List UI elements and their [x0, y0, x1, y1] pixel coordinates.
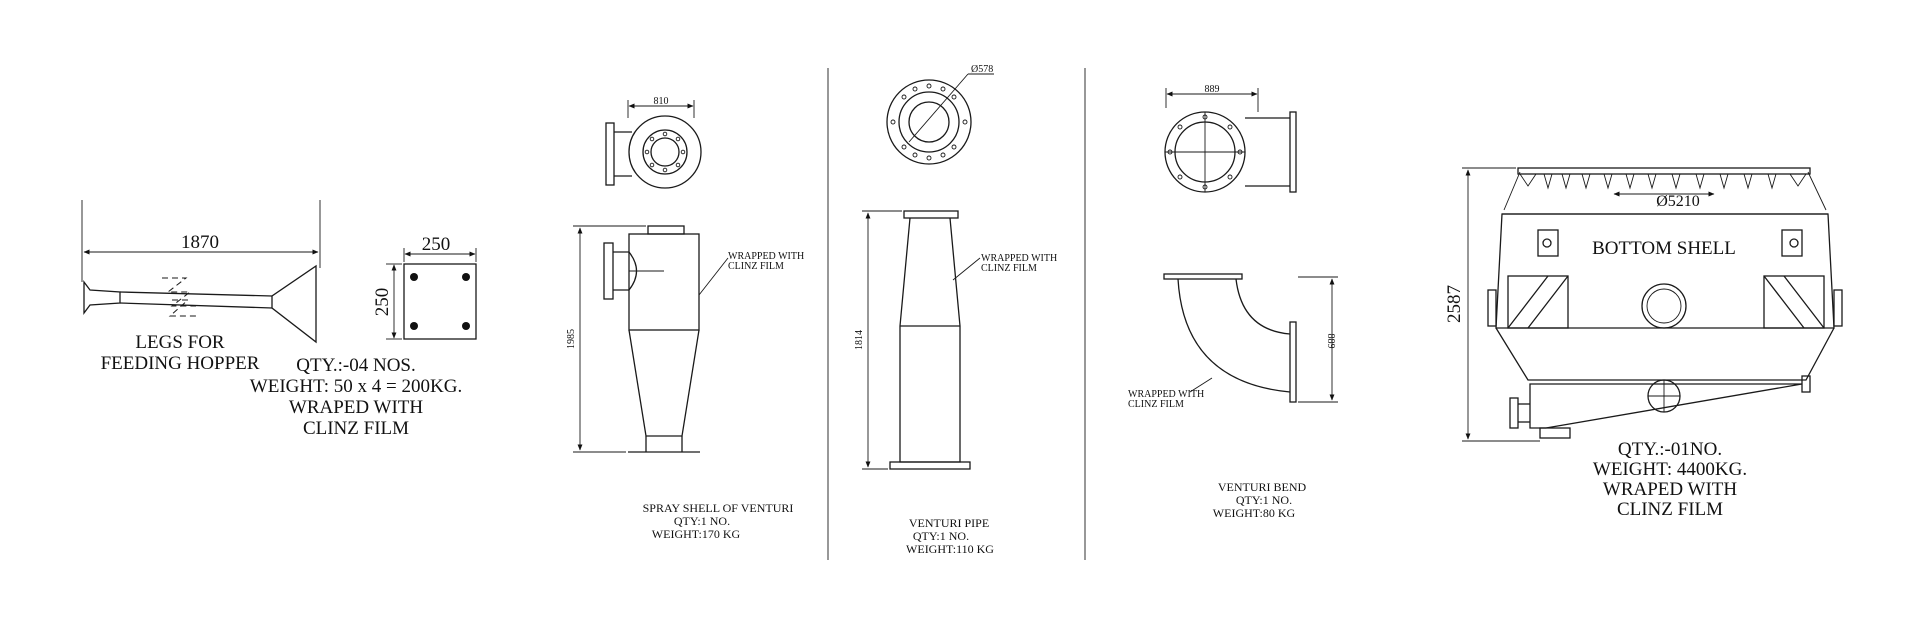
shell-wrap-2: CLINZ FILM [1617, 499, 1723, 520]
base-plate [403, 263, 477, 340]
venturi-pipe-group: Ø578 1814 WRAPPED WITH CLINZ FILM VENTUR… [854, 64, 1057, 556]
spray-height-label: 1985 [566, 329, 577, 349]
legs-qty: QTY.:-04 NOS. [296, 355, 415, 376]
shell-weight: WEIGHT: 4400KG. [1593, 459, 1747, 480]
legs-group: 1870 LEGS FOR FEEDING HOPPER 250 250 QTY… [81, 200, 477, 439]
legs-label-1: LEGS FOR [135, 332, 225, 353]
spray-shell-group: 810 1985 WRAPPED WITH CLINZ FILM SPRAY S… [566, 96, 804, 541]
leg-break-symbol [162, 277, 196, 307]
shell-cone [1495, 327, 1835, 381]
legs-wrap-2: CLINZ FILM [303, 418, 409, 439]
pipe-side-view [899, 217, 961, 463]
bend-qty: QTY:1 NO. [1236, 493, 1292, 507]
spray-top-dim-label: 810 [654, 96, 669, 107]
shell-opening-left [1507, 275, 1569, 329]
pipe-note-1: WRAPPED WITH [981, 253, 1057, 264]
pipe-top-flange [886, 79, 972, 165]
spray-note-2: CLINZ FILM [728, 261, 784, 272]
pipe-qty: QTY:1 NO. [913, 529, 969, 543]
venturi-bend-group: 889 889 WRAPPED WITH CLINZ FILM VENTURI … [1128, 84, 1338, 520]
shell-label: BOTTOM SHELL [1592, 238, 1736, 259]
shell-opening-right [1763, 275, 1825, 329]
spray-weight: WEIGHT:170 KG [652, 527, 741, 541]
bend-top-dim-label: 889 [1205, 84, 1220, 95]
pipe-note-2: CLINZ FILM [981, 263, 1037, 274]
pipe-dia-label: Ø578 [971, 64, 993, 75]
leg-right-flare [271, 264, 317, 344]
spray-top-view [628, 115, 702, 189]
legs-wrap-1: WRAPED WITH [289, 397, 423, 418]
legs-length-label: 1870 [181, 232, 219, 253]
bottom-shell-group: Ø5210 BOTTOM SHELL 25 [1444, 167, 1843, 520]
pipe-title: VENTURI PIPE [909, 516, 989, 530]
leg-left-flare [83, 280, 121, 315]
bend-title: VENTURI BEND [1218, 480, 1307, 494]
bend-side-dim-label: 889 [1325, 334, 1336, 349]
shell-wrap-1: WRAPED WITH [1603, 479, 1737, 500]
bend-flange-bolts [1167, 114, 1243, 190]
shell-top-flange [1517, 167, 1811, 175]
bend-weight: WEIGHT:80 KG [1213, 506, 1296, 520]
legs-weight: WEIGHT: 50 x 4 = 200KG. [250, 376, 462, 397]
spray-qty: QTY:1 NO. [674, 514, 730, 528]
pipe-flange-bolts [890, 83, 968, 161]
legs-label-2: FEEDING HOPPER [101, 353, 260, 374]
bend-outer-arc [1177, 278, 1291, 393]
plate-height-label: 250 [372, 288, 393, 317]
pipe-weight: WEIGHT:110 KG [906, 542, 994, 556]
spray-shell-body [628, 233, 700, 331]
spray-note-1: WRAPPED WITH [728, 251, 804, 262]
bend-note-1: WRAPPED WITH [1128, 389, 1204, 400]
shell-qty: QTY.:-01NO. [1618, 439, 1722, 460]
pipe-height-label: 1814 [854, 330, 865, 350]
spray-title: SPRAY SHELL OF VENTURI [643, 501, 794, 515]
shell-dia-label: Ø5210 [1656, 193, 1700, 210]
plate-width-label: 250 [422, 234, 451, 255]
shell-height-label: 2587 [1444, 285, 1465, 323]
shell-body [1495, 213, 1835, 329]
shell-manhole [1641, 283, 1687, 329]
bend-note-2: CLINZ FILM [1128, 399, 1184, 410]
